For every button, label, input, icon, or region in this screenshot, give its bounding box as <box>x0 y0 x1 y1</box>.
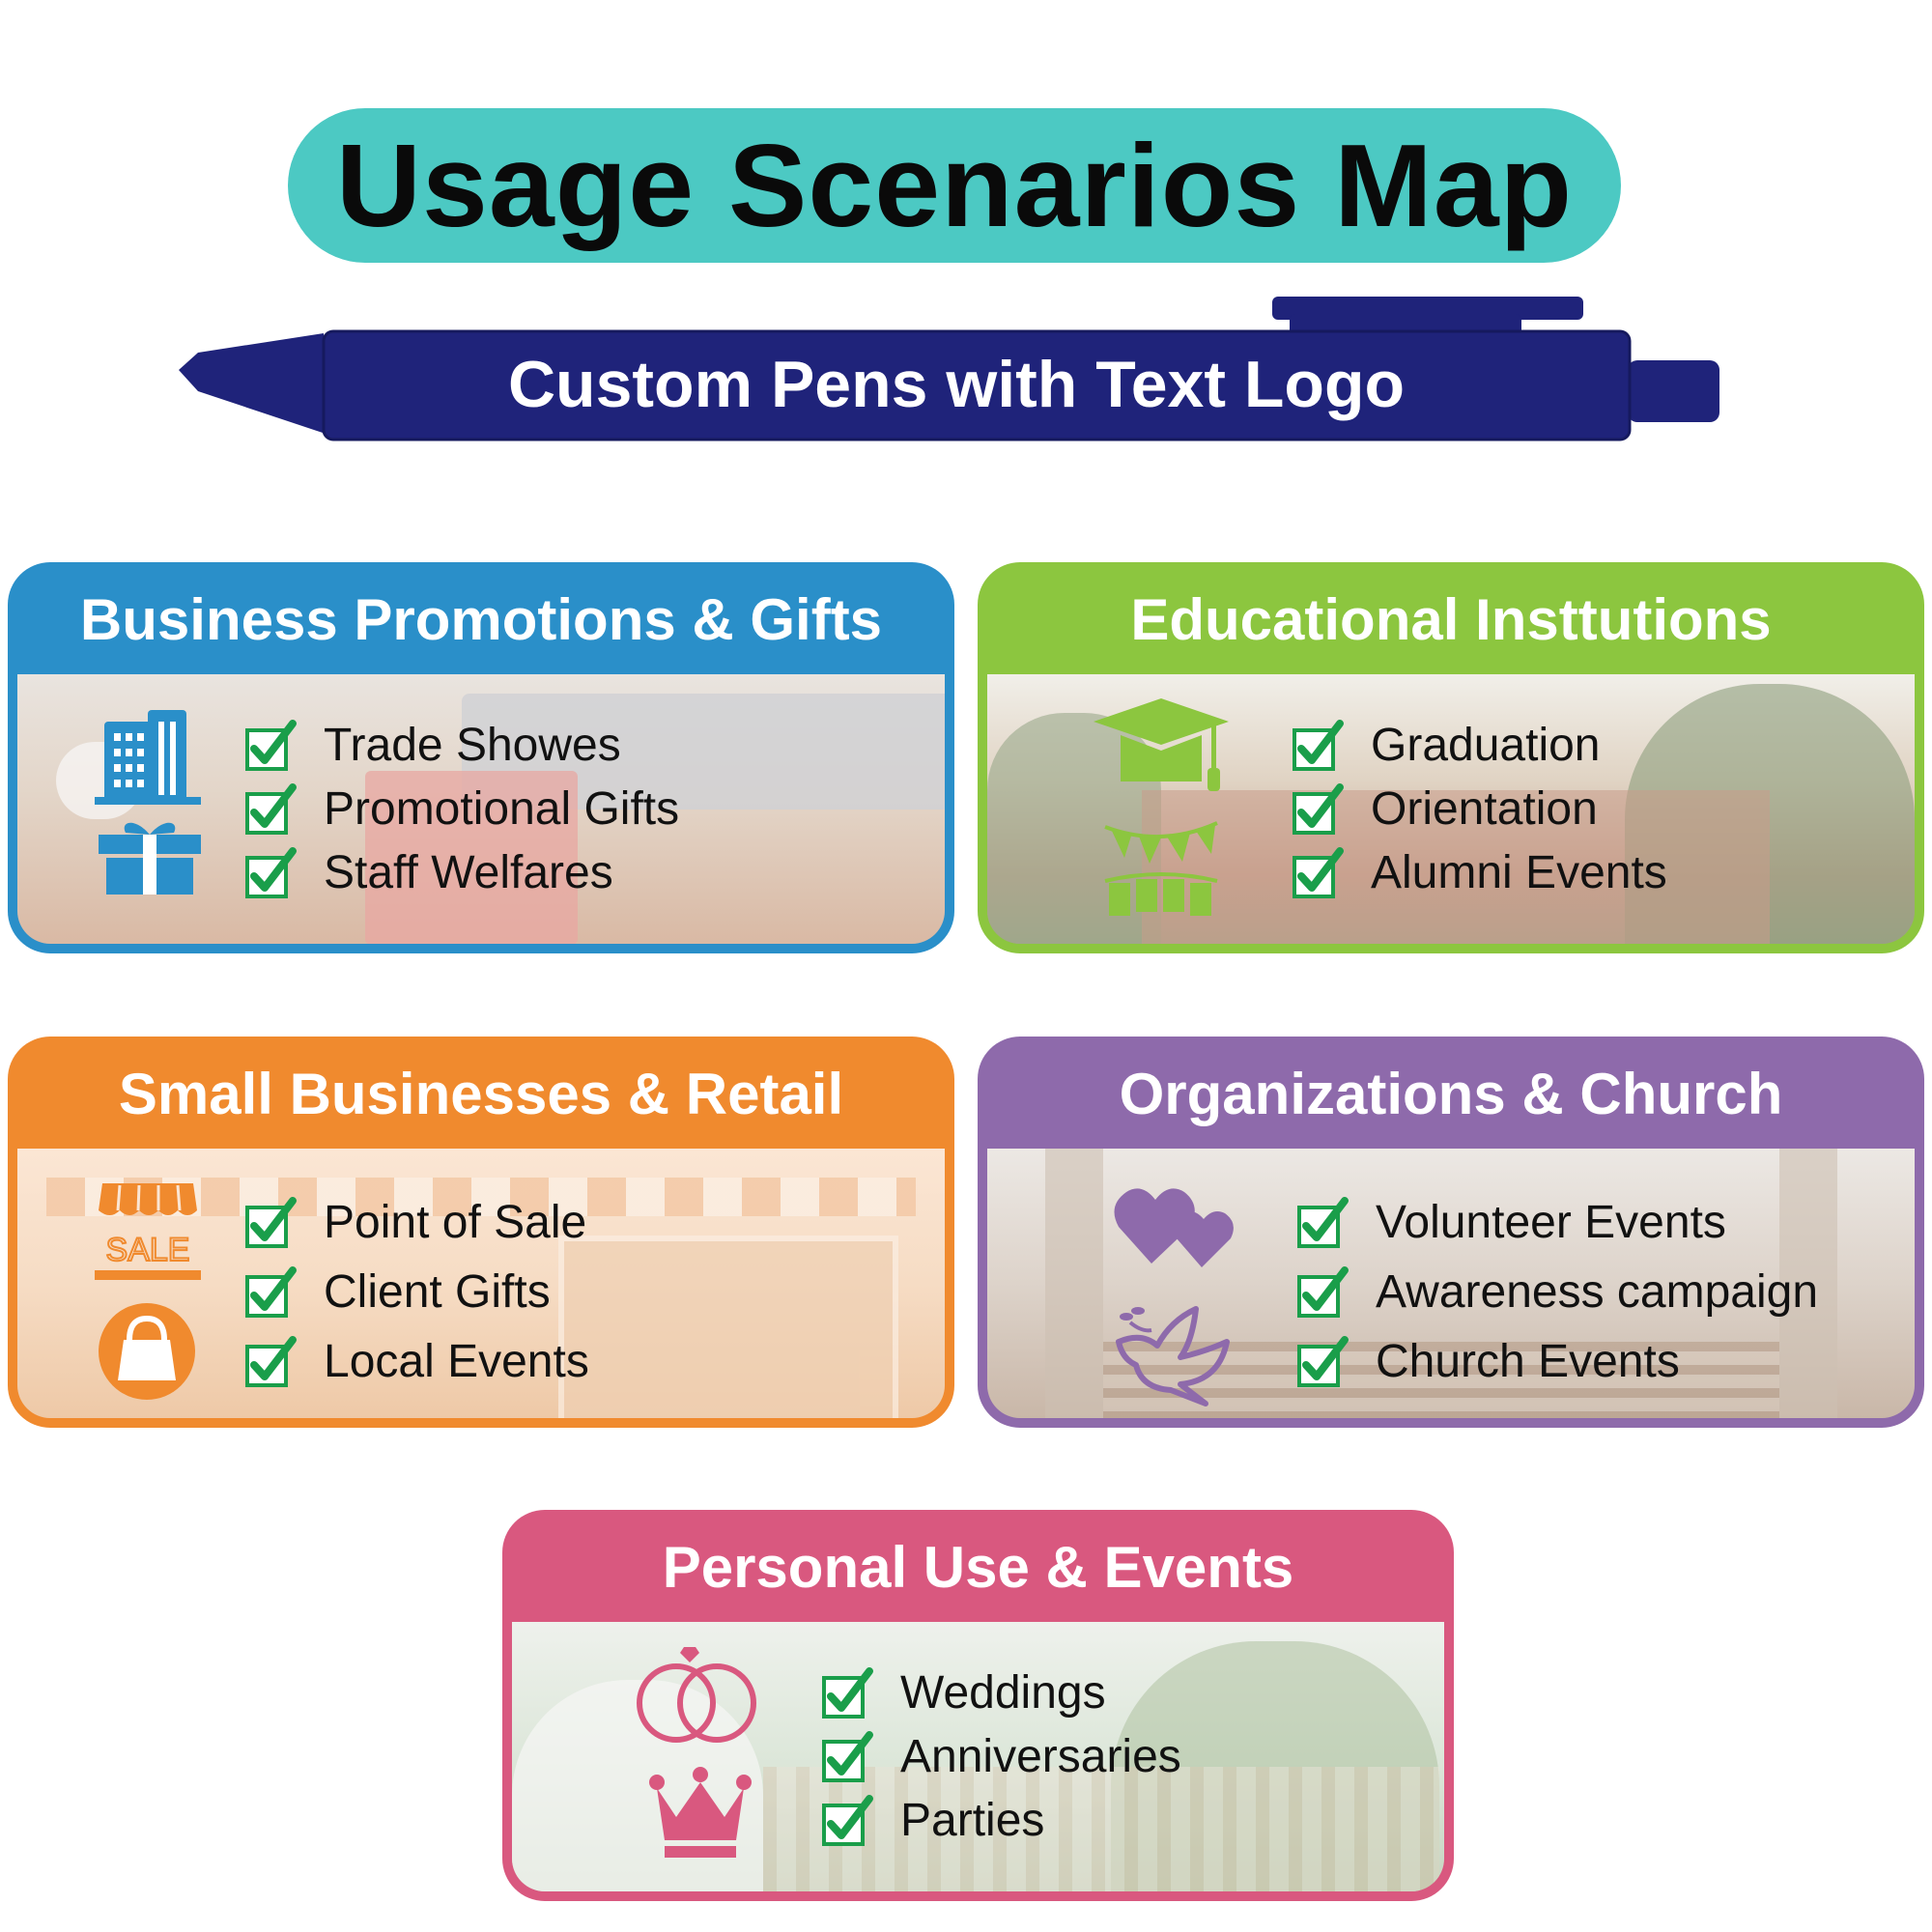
card-business: Business Promotions & Gifts <box>8 562 954 953</box>
card-personal-title: Personal Use & Events <box>662 1534 1294 1600</box>
list-item: Client Gifts <box>244 1257 589 1326</box>
list-item: Point of Sale <box>244 1187 589 1257</box>
checkmark-icon <box>244 1334 298 1388</box>
card-business-title: Business Promotions & Gifts <box>79 586 883 652</box>
list-item: Anniversaries <box>821 1724 1181 1788</box>
list-item: Local Events <box>244 1326 589 1396</box>
page-title: Usage Scenarios Map <box>335 120 1574 251</box>
sale-sign-text: SALE <box>106 1232 190 1268</box>
checkmark-icon <box>244 845 298 899</box>
checkmark-icon <box>1296 1195 1350 1249</box>
office-building-icon <box>95 708 201 810</box>
card-business-photo: Trade Showes Promotional Gifts Staff Wel… <box>17 674 945 944</box>
sale-storefront-icon: SALE <box>95 1178 201 1289</box>
graduation-cap-icon <box>1094 698 1229 810</box>
pen-illustration <box>179 297 1719 441</box>
checkmark-icon <box>244 1195 298 1249</box>
list-item: Alumni Events <box>1292 840 1667 904</box>
card-church: Organizations & Church Volunteer Events <box>978 1037 1924 1428</box>
card-church-title: Organizations & Church <box>1119 1061 1783 1126</box>
shopping-bag-icon <box>97 1301 197 1406</box>
list-item: Parties <box>821 1788 1181 1852</box>
gift-box-icon <box>97 817 203 899</box>
pen-logo-text: Custom Pens with Text Logo <box>507 348 1406 421</box>
checkmark-icon <box>1296 1264 1350 1319</box>
checkmark-icon <box>1292 718 1346 772</box>
dove-icon <box>1113 1303 1238 1414</box>
card-retail-title: Small Businesses & Retail <box>118 1061 844 1126</box>
wedding-rings-icon <box>628 1641 763 1752</box>
list-item: Trade Showes <box>244 713 679 777</box>
list-item: Graduation <box>1292 713 1667 777</box>
card-church-photo: Volunteer Events Awareness campaign Chur… <box>987 1149 1915 1418</box>
card-personal-photo: Weddings Anniversaries Parties <box>512 1622 1444 1891</box>
checkmark-icon <box>1292 781 1346 836</box>
list-item: Staff Welfares <box>244 840 679 904</box>
card-retail: Small Businesses & Retail SALE Point of … <box>8 1037 954 1428</box>
card-education-title: Educational Insttutions <box>1130 586 1772 652</box>
title-banner: Usage Scenarios Map <box>288 108 1621 263</box>
crown-icon <box>647 1767 753 1868</box>
checkmark-icon <box>1296 1334 1350 1388</box>
list-item: Volunteer Events <box>1296 1187 1818 1257</box>
card-education: Educational Insttutions <box>978 562 1924 953</box>
card-retail-photo: SALE Point of Sale Client Gifts Local <box>17 1149 945 1418</box>
checkmark-icon <box>1292 845 1346 899</box>
checkmark-icon <box>244 781 298 836</box>
hearts-icon <box>1113 1182 1238 1274</box>
bunting-flags-icon <box>1103 819 1219 930</box>
checkmark-icon <box>244 718 298 772</box>
list-item: Promotional Gifts <box>244 777 679 840</box>
checkmark-icon <box>244 1264 298 1319</box>
card-education-photo: Graduation Orientation Alumni Events <box>987 674 1915 944</box>
list-item: Church Events <box>1296 1326 1818 1396</box>
list-item: Weddings <box>821 1661 1181 1724</box>
checkmark-icon <box>821 1665 875 1719</box>
list-item: Orientation <box>1292 777 1667 840</box>
card-personal: Personal Use & Events Weddings <box>502 1510 1454 1901</box>
list-item: Awareness campaign <box>1296 1257 1818 1326</box>
checkmark-icon <box>821 1729 875 1783</box>
checkmark-icon <box>821 1793 875 1847</box>
